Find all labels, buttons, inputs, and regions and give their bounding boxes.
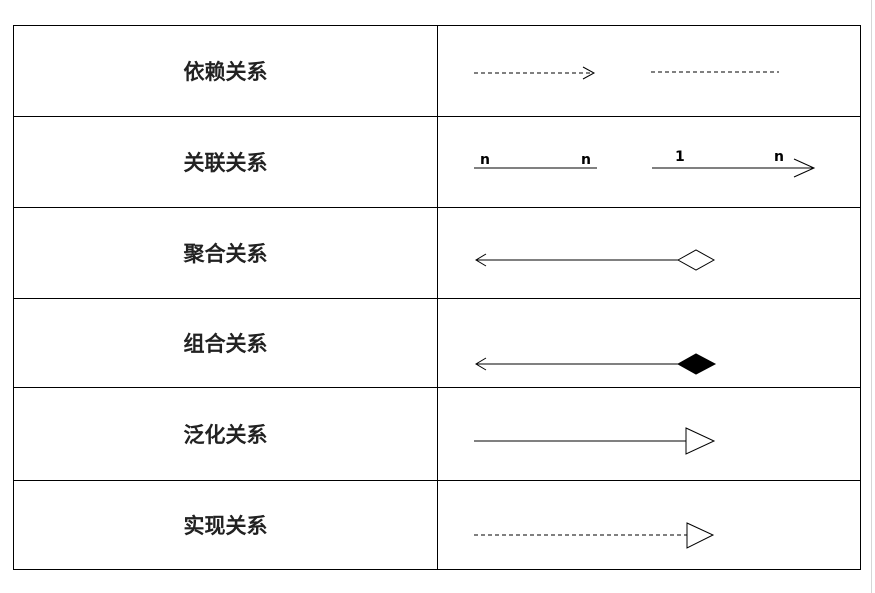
dependency-symbol [474, 66, 779, 80]
multiplicity-label: n [774, 149, 784, 165]
relation-name: 组合关系 [13, 298, 438, 388]
relation-name: 依赖关系 [13, 25, 438, 117]
uml-relations-table: 依赖关系 关联关系 n n 1 n 聚合关系 [13, 25, 861, 570]
composition-symbol [475, 353, 717, 375]
aggregation-symbol [475, 249, 716, 271]
table-row-composition: 组合关系 [13, 298, 861, 388]
relation-name: 实现关系 [13, 480, 438, 570]
table-row-dependency: 依赖关系 [13, 25, 861, 117]
table-row-aggregation: 聚合关系 [13, 207, 861, 299]
open-arrowhead [582, 66, 596, 80]
relation-symbol-cell [437, 480, 861, 570]
multiplicity-label: 1 [675, 149, 685, 165]
hollow-triangle-arrowhead [686, 522, 715, 549]
page-edge [871, 0, 872, 593]
relation-symbol-cell [437, 207, 861, 299]
multiplicity-label: n [581, 152, 591, 168]
table-row-realization: 实现关系 [13, 480, 861, 570]
multiplicity-label: n [480, 152, 490, 168]
relation-name: 聚合关系 [13, 207, 438, 299]
open-arrowhead [793, 158, 816, 178]
hollow-triangle-arrowhead [685, 427, 716, 455]
relation-name: 关联关系 [13, 116, 438, 208]
relation-symbol-cell: n n 1 n [437, 116, 861, 208]
filled-diamond [676, 353, 717, 375]
relation-symbol-cell [437, 25, 861, 117]
relation-symbol-cell [437, 387, 861, 481]
table-row-generalization: 泛化关系 [13, 387, 861, 481]
relation-name: 泛化关系 [13, 387, 438, 481]
association-symbol: n n 1 n [474, 149, 816, 178]
table-row-association: 关联关系 n n 1 n [13, 116, 861, 208]
hollow-diamond [676, 249, 716, 271]
relation-symbol-cell [437, 298, 861, 388]
generalization-symbol [474, 427, 716, 455]
realization-symbol [474, 522, 715, 549]
